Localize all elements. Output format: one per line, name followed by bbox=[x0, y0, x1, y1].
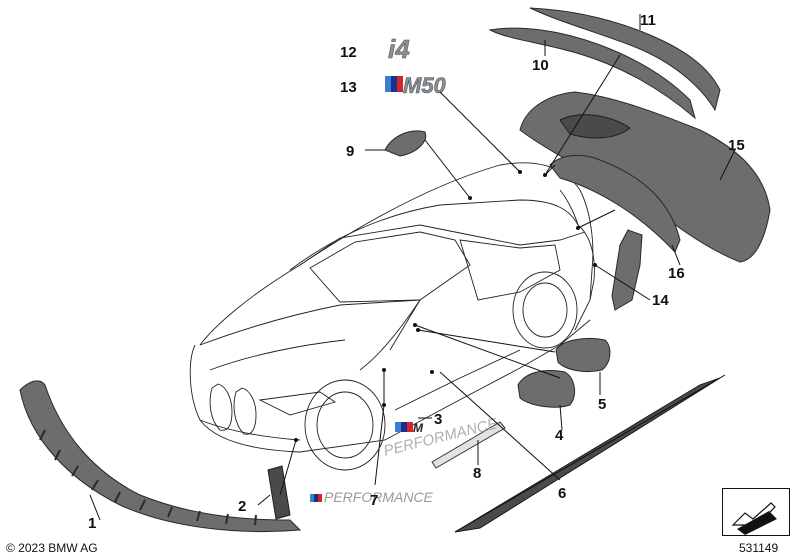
side-stripe-edge bbox=[454, 374, 726, 533]
svg-text:i4: i4 bbox=[388, 34, 410, 64]
callout-12: 12 bbox=[340, 44, 357, 61]
svg-text:M: M bbox=[413, 421, 424, 435]
m-badge: M bbox=[395, 421, 424, 435]
callout-10: 10 bbox=[532, 57, 549, 74]
callout-16: 16 bbox=[668, 265, 685, 282]
car-outline bbox=[189, 162, 595, 471]
callout-6: 6 bbox=[558, 485, 566, 502]
door-sill-plate bbox=[431, 421, 506, 469]
leader-lines bbox=[89, 14, 736, 521]
callout-14: 14 bbox=[652, 292, 669, 309]
page-arrow-icon bbox=[731, 502, 777, 535]
i4-badge: i4 bbox=[388, 34, 411, 65]
callout-11: 11 bbox=[640, 12, 656, 29]
rear-spoiler bbox=[529, 7, 721, 112]
mirror-cap-right bbox=[555, 337, 611, 373]
mirror-trim-9 bbox=[384, 130, 427, 157]
callout-5: 5 bbox=[598, 396, 606, 413]
mirror-cap-left bbox=[517, 370, 576, 408]
m50-badge: M50 bbox=[385, 73, 447, 98]
callout-numbers: 1 2 3 4 5 6 7 8 9 10 11 12 13 14 15 16 bbox=[88, 12, 745, 532]
callout-9: 9 bbox=[346, 143, 354, 160]
diagram-number: 531149 bbox=[739, 541, 779, 555]
callout-13: 13 bbox=[340, 79, 357, 96]
front-lip-fins bbox=[39, 429, 257, 526]
trunk-spoiler bbox=[488, 27, 696, 120]
connection-dots bbox=[294, 170, 597, 442]
diffuser-insert bbox=[549, 154, 681, 253]
m-performance-decal: PERFORMANCE bbox=[310, 489, 434, 505]
air-intake-trim bbox=[267, 465, 291, 520]
rear-side-trim bbox=[611, 229, 643, 311]
rear-diffuser-inner bbox=[559, 114, 631, 139]
callout-4: 4 bbox=[555, 427, 564, 444]
svg-text:PERFORMANCE: PERFORMANCE bbox=[324, 489, 434, 505]
rear-diffuser bbox=[519, 91, 771, 263]
front-lip-spoiler bbox=[19, 380, 302, 533]
callout-7: 7 bbox=[370, 492, 378, 509]
callout-15: 15 bbox=[728, 137, 745, 154]
callout-2: 2 bbox=[238, 498, 246, 515]
callout-1: 1 bbox=[88, 515, 96, 532]
callout-8: 8 bbox=[473, 465, 481, 482]
svg-text:M50: M50 bbox=[403, 73, 447, 98]
callout-3: 3 bbox=[434, 411, 442, 428]
copyright-text: © 2023 BMW AG bbox=[6, 541, 98, 555]
page-navigation-box[interactable] bbox=[722, 488, 790, 536]
